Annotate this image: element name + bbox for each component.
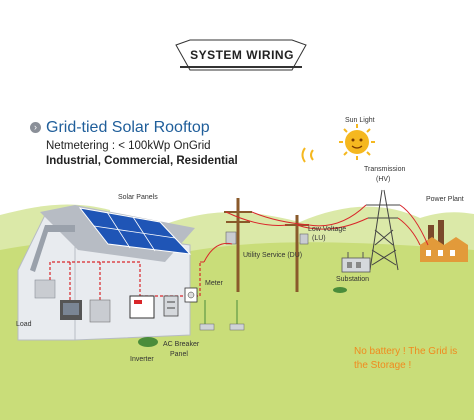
ac-breaker-label: AC Breaker bbox=[163, 341, 200, 348]
utility-poles bbox=[224, 198, 309, 292]
solar-panels-label: Solar Panels bbox=[118, 194, 158, 201]
meter-icon bbox=[184, 287, 198, 303]
transmission-label: Transmission bbox=[364, 166, 406, 173]
netmetering-text: Netmetering : < 100kWp OnGrid bbox=[46, 140, 211, 152]
substation-icon bbox=[341, 252, 371, 273]
outdoor-outlets bbox=[199, 300, 245, 331]
substation-label: Substation bbox=[336, 276, 370, 283]
meter-label: Meter bbox=[205, 280, 223, 287]
storage-note: No battery ! The Grid is the Storage ! bbox=[354, 346, 458, 371]
bullet-icon: › bbox=[30, 122, 41, 133]
page-title: Grid-tied Solar Rooftop bbox=[46, 119, 210, 136]
ac-breaker-panel-icon bbox=[163, 295, 179, 317]
load-appliances-icon bbox=[60, 299, 111, 323]
ac-breaker-label-2: Panel bbox=[170, 351, 188, 358]
segments-text: Industrial, Commercial, Residential bbox=[46, 155, 238, 167]
inverter-label: Inverter bbox=[130, 356, 154, 363]
transmission-tower-icon bbox=[366, 189, 400, 271]
grid-wires bbox=[200, 204, 429, 263]
utility-service-label: Utility Service (DU) bbox=[243, 252, 303, 259]
power-plant-icon bbox=[420, 220, 468, 262]
shrubs bbox=[138, 287, 347, 347]
power-plant-label: Power Plant bbox=[426, 196, 464, 203]
low-voltage-label: Low Voltage bbox=[308, 226, 347, 233]
title-banner bbox=[175, 39, 307, 71]
load-label: Load bbox=[16, 321, 32, 328]
banner-title: SYSTEM WIRING bbox=[190, 48, 294, 62]
sun-label: Sun Light bbox=[345, 117, 375, 124]
transmission-label-2: (HV) bbox=[376, 176, 391, 183]
inverter-icon bbox=[129, 295, 155, 319]
solar-panel-array bbox=[78, 207, 192, 255]
sun-icon bbox=[301, 124, 375, 163]
low-voltage-label-2: (LU) bbox=[312, 235, 326, 242]
